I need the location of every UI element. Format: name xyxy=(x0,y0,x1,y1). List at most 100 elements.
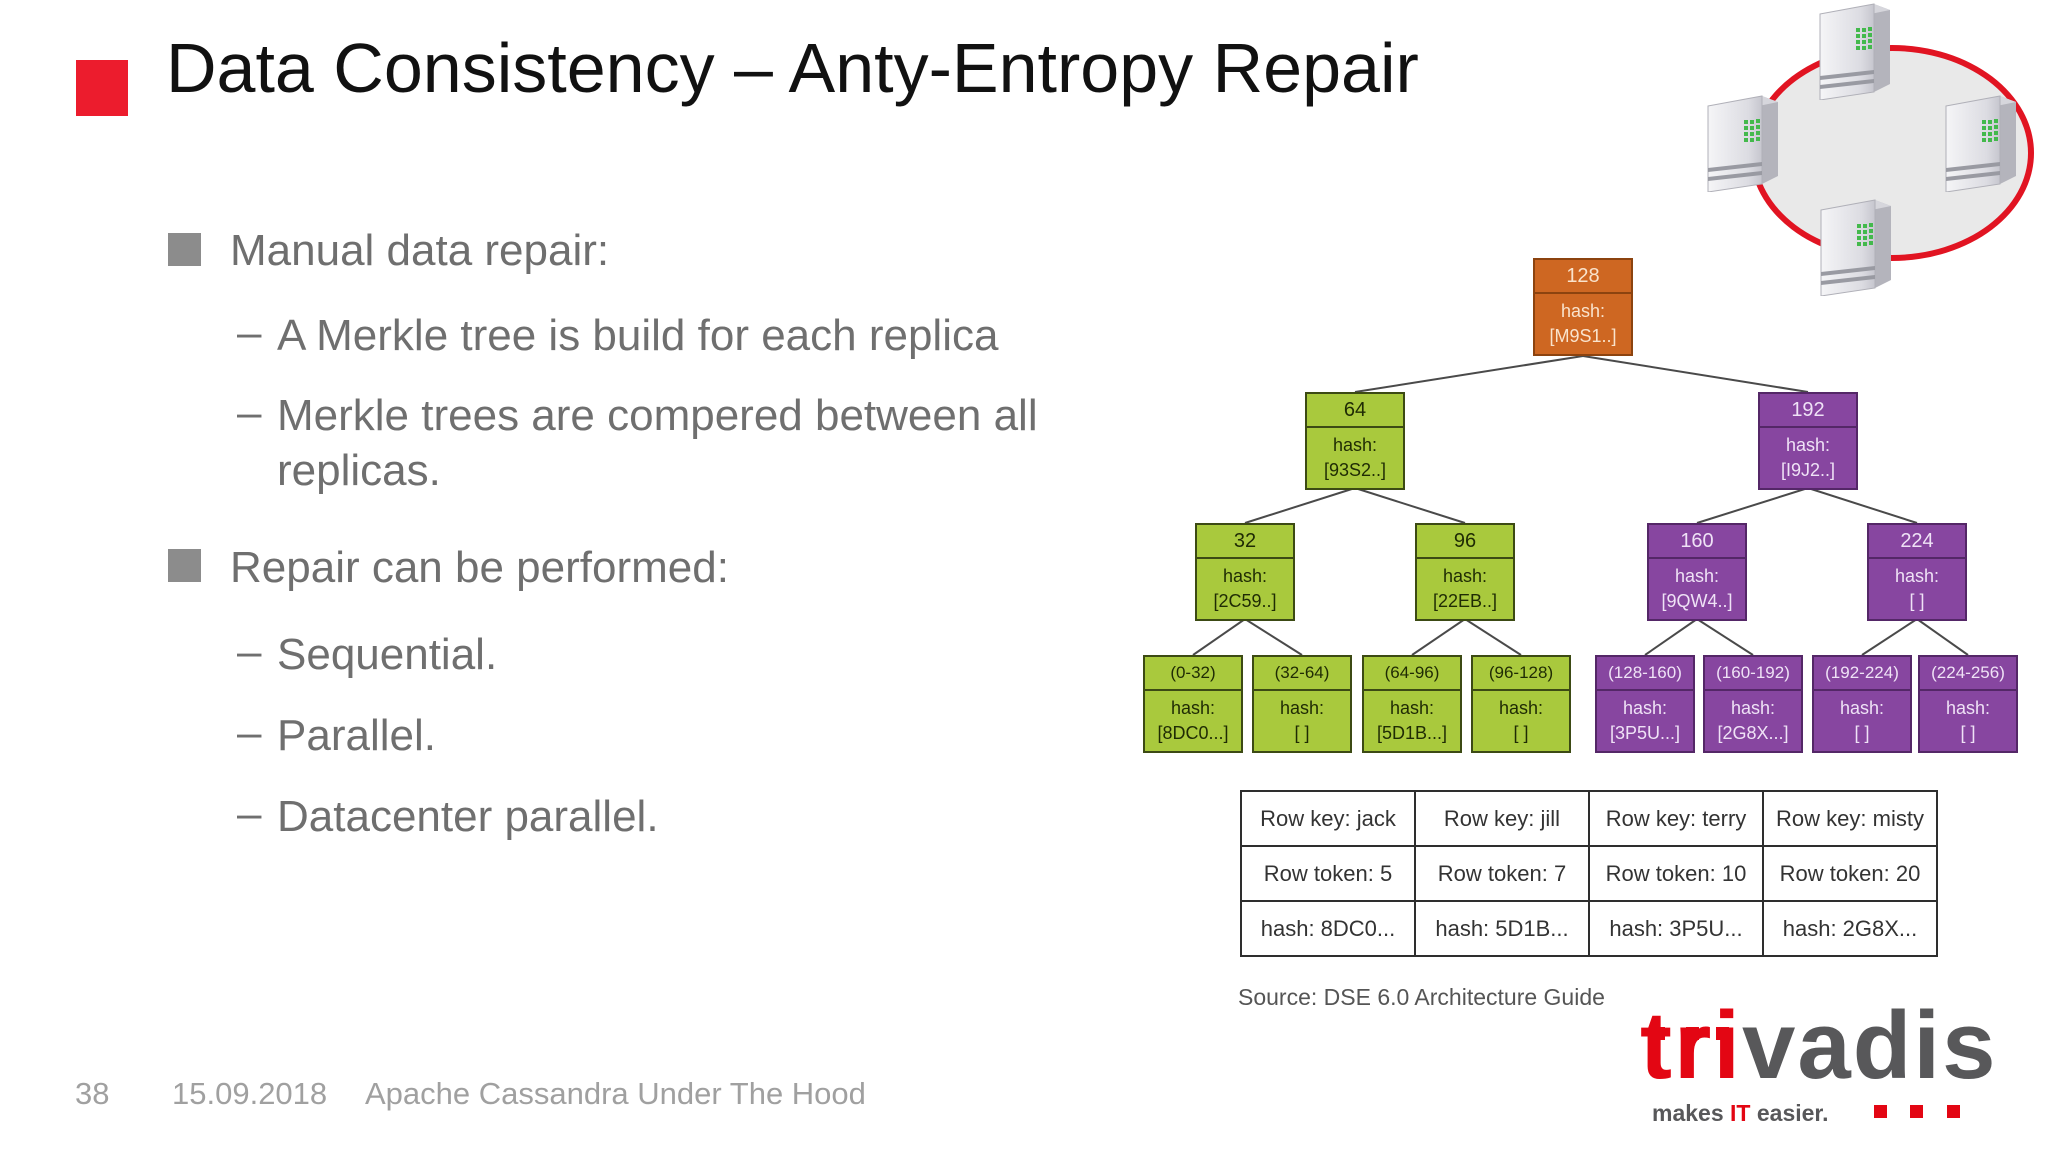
node-range-label: (64-96) xyxy=(1364,657,1460,691)
table-cell: Row key: jill xyxy=(1414,790,1590,847)
page-number: 38 xyxy=(75,1076,110,1111)
tagline-pre: makes xyxy=(1652,1100,1731,1126)
node-hash: hash:[5D1B...] xyxy=(1376,698,1448,743)
sub-bullet: – Merkle trees are compered between all … xyxy=(237,388,1097,498)
merkle-node-(64-96): (64-96) hash:[5D1B...] xyxy=(1362,655,1462,753)
table-cell: hash: 5D1B... xyxy=(1414,900,1590,957)
merkle-node-(160-192): (160-192) hash:[2G8X...] xyxy=(1703,655,1803,753)
node-hash: hash:[8DC0...] xyxy=(1157,698,1229,743)
node-hash: hash:[3P5U...] xyxy=(1609,698,1681,743)
node-range-label: (192-224) xyxy=(1814,657,1910,691)
logo-dot xyxy=(1686,1027,1699,1040)
server-icon xyxy=(1813,196,1909,296)
node-hash: hash:[2C59..] xyxy=(1213,566,1277,611)
merkle-node-(32-64): (32-64)hash:[ ] xyxy=(1252,655,1352,753)
node-range-label: 32 xyxy=(1197,525,1293,559)
tagline-accent: IT xyxy=(1730,1100,1751,1126)
node-hash: hash:[M9S1..] xyxy=(1549,301,1617,346)
sub-bullet-dash: – xyxy=(237,388,262,437)
node-range-label: (96-128) xyxy=(1473,657,1569,691)
node-range-label: 224 xyxy=(1869,525,1965,559)
merkle-node-128: 128 hash:[M9S1..] xyxy=(1533,258,1633,356)
sub-bullet: – Datacenter parallel. xyxy=(237,789,659,844)
table-cell: Row token: 7 xyxy=(1414,845,1590,902)
table-cell: hash: 3P5U... xyxy=(1588,900,1764,957)
merkle-node-32: 32 hash:[2C59..] xyxy=(1195,523,1295,621)
footer-presentation-title: Apache Cassandra Under The Hood xyxy=(365,1076,866,1111)
node-hash: hash:[ ] xyxy=(1839,698,1885,743)
server-icon xyxy=(1812,0,1908,100)
bullet-label: Repair can be performed: xyxy=(230,543,729,592)
logo-dot xyxy=(1716,1027,1729,1040)
bullet-square xyxy=(168,233,201,266)
sub-bullet: – Parallel. xyxy=(237,708,436,763)
node-hash: hash:[22EB..] xyxy=(1432,566,1498,611)
sub-bullet-dash: – xyxy=(237,789,262,838)
logo-wordmark: trivadis xyxy=(1640,998,1997,1094)
title-accent-square xyxy=(76,60,128,116)
sub-bullet-text: Merkle trees are compered between all re… xyxy=(277,391,1038,495)
node-hash: hash:[93S2..] xyxy=(1323,435,1387,480)
sub-bullet-text: Datacenter parallel. xyxy=(277,792,659,841)
node-range-label: 128 xyxy=(1535,260,1631,294)
node-range-label: (160-192) xyxy=(1705,657,1801,691)
table-cell: hash: 8DC0... xyxy=(1240,900,1416,957)
logo-tagline: makes IT easier. xyxy=(1652,1100,1829,1127)
table-cell: Row token: 20 xyxy=(1762,845,1938,902)
source-caption: Source: DSE 6.0 Architecture Guide xyxy=(1238,984,1605,1010)
trivadis-logo: trivadis makes IT easier. xyxy=(1612,998,2048,1148)
node-range-label: (224-256) xyxy=(1920,657,2016,691)
bullet-square xyxy=(168,549,201,582)
node-hash: hash:[ ] xyxy=(1498,698,1544,743)
logo-text-red: tri xyxy=(1640,992,1742,1099)
server-icon xyxy=(1938,92,2034,192)
merkle-node-(0-32): (0-32) hash:[8DC0...] xyxy=(1143,655,1243,753)
logo-dot xyxy=(1910,1105,1923,1118)
node-hash: hash:[I9J2..] xyxy=(1780,435,1836,480)
node-hash: hash:[2G8X...] xyxy=(1717,698,1789,743)
node-range-label: 160 xyxy=(1649,525,1745,559)
table-cell: Row key: terry xyxy=(1588,790,1764,847)
tagline-post: easier. xyxy=(1750,1100,1829,1126)
server-icon xyxy=(1700,92,1796,192)
merkle-node-(96-128): (96-128) hash:[ ] xyxy=(1471,655,1571,753)
merkle-node-96: 96 hash:[22EB..] xyxy=(1415,523,1515,621)
sub-bullet-text: A Merkle tree is build for each replica xyxy=(277,311,999,360)
sub-bullet-text: Sequential. xyxy=(277,630,498,679)
sub-bullet-dash: – xyxy=(237,708,262,757)
merkle-node-64: 64 hash:[93S2..] xyxy=(1305,392,1405,490)
sub-bullet-dash: – xyxy=(237,627,262,676)
page-title: Data Consistency – Anty-Entropy Repair xyxy=(166,29,1419,107)
table-cell: Row token: 5 xyxy=(1240,845,1416,902)
node-hash: hash:[ ] xyxy=(1945,698,1991,743)
logo-dot xyxy=(1874,1105,1887,1118)
table-cell: Row key: misty xyxy=(1762,790,1938,847)
table-cell: Row token: 10 xyxy=(1588,845,1764,902)
node-hash: hash:[ ] xyxy=(1894,566,1940,611)
logo-dot xyxy=(1652,1027,1665,1040)
logo-dot xyxy=(1947,1105,1960,1118)
sub-bullet: – Sequential. xyxy=(237,627,497,682)
logo-text-gray: vadis xyxy=(1742,992,1998,1099)
merkle-node-224: 224 hash:[ ] xyxy=(1867,523,1967,621)
node-range-label: (0-32) xyxy=(1145,657,1241,691)
sub-bullet: – A Merkle tree is build for each replic… xyxy=(237,308,998,363)
merkle-node-192: 192 hash:[I9J2..] xyxy=(1758,392,1858,490)
node-range-label: 96 xyxy=(1417,525,1513,559)
node-range-label: (128-160) xyxy=(1597,657,1693,691)
table-cell: hash: 2G8X... xyxy=(1762,900,1938,957)
node-range-label: 192 xyxy=(1760,394,1856,428)
bullet-label: Manual data repair: xyxy=(230,226,610,275)
table-cell: Row key: jack xyxy=(1240,790,1416,847)
merkle-node-(192-224): (192-224) hash:[ ] xyxy=(1812,655,1912,753)
node-hash: hash:[ ] xyxy=(1279,698,1325,743)
footer-date: 15.09.2018 xyxy=(172,1076,328,1111)
sub-bullet-text: Parallel. xyxy=(277,711,436,760)
sub-bullet-dash: – xyxy=(237,308,262,357)
node-range-label: 64 xyxy=(1307,394,1403,428)
merkle-node-(224-256): (224-256) hash:[ ] xyxy=(1918,655,2018,753)
